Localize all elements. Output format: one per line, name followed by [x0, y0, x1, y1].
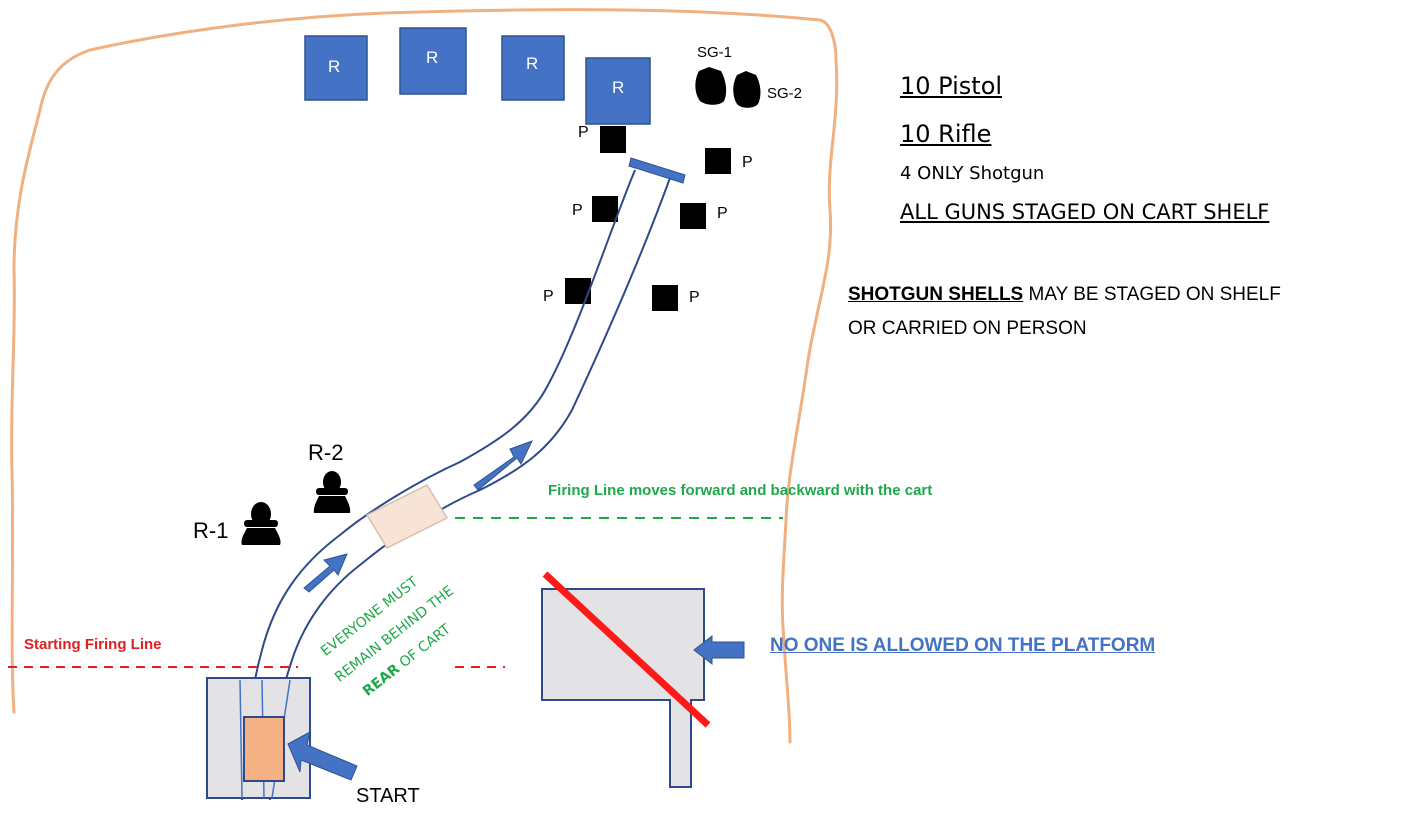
rifle-targets	[304, 27, 651, 125]
pistol-target-label: P	[572, 202, 583, 219]
pistol-target-4	[680, 203, 706, 229]
start-box-rail-1	[239, 679, 243, 799]
pistol-target-1	[600, 126, 626, 153]
pistol-target-label: P	[742, 154, 753, 171]
remain-behind-cart-note: EVERYONE MUST REMAIN BEHIND THE REAR OF …	[300, 555, 540, 705]
starting-firing-line-label: Starting Firing Line	[24, 636, 162, 653]
rifle-target-4	[585, 57, 651, 125]
pistol-target-3	[592, 196, 618, 222]
info-shells-line-1: SHOTGUN SHELLS MAY BE STAGED ON SHELF	[848, 284, 1281, 306]
start-arrow	[287, 731, 358, 781]
track-rail-left	[241, 169, 636, 801]
shotgun-target-2	[733, 71, 761, 108]
start-label: START	[356, 785, 420, 807]
rifle-target-3	[501, 35, 565, 101]
sg2-label: SG-2	[767, 85, 803, 102]
pistol-target-label: P	[717, 205, 728, 222]
r1-target-silhouette	[241, 502, 281, 545]
moving-cart	[365, 484, 449, 549]
info-shells-line-2: OR CARRIED ON PERSON	[848, 318, 1087, 339]
rifle-target-1	[304, 35, 368, 101]
info-pistol-count: 10 Pistol	[900, 72, 1003, 100]
rifle-target-2	[399, 27, 467, 95]
track-arrow-upper	[473, 440, 533, 491]
pistol-target-label: P	[689, 289, 700, 306]
platform-arrow	[693, 634, 745, 666]
track-arrow-lower	[303, 553, 348, 593]
info-guns-staged: ALL GUNS STAGED ON CART SHELF	[900, 200, 1270, 224]
pistol-target-5	[565, 278, 591, 304]
range-boundary	[10, 8, 839, 744]
sg1-label: SG-1	[697, 44, 733, 61]
rifle-target-label: R	[612, 78, 625, 97]
info-shells-rest: MAY BE STAGED ON SHELF	[1023, 284, 1281, 305]
platform-no-entry-slash	[542, 571, 711, 728]
pistol-target-label: P	[578, 124, 589, 141]
info-rifle-count: 10 Rifle	[900, 120, 992, 148]
platform	[541, 588, 705, 788]
r2-target-silhouette	[313, 471, 351, 513]
track-end-bar	[628, 157, 686, 184]
rifle-target-label: R	[526, 54, 539, 73]
start-cart	[243, 716, 285, 782]
info-shotgun-count: 4 ONLY Shotgun	[900, 163, 1045, 184]
firing-line-note: Firing Line moves forward and backward w…	[548, 482, 933, 499]
rifle-target-label: R	[426, 48, 439, 67]
track-rail-right	[269, 177, 671, 801]
shotgun-target-1	[695, 67, 727, 105]
pistol-target-label: P	[543, 288, 554, 305]
pistol-target-2	[705, 148, 731, 174]
platform-warning: NO ONE IS ALLOWED ON THE PLATFORM	[770, 635, 1156, 656]
pistol-target-6	[652, 285, 678, 311]
pistol-targets	[565, 126, 731, 311]
r2-label: R-2	[308, 440, 344, 465]
rifle-target-label: R	[328, 57, 341, 76]
behind-note-rear: REAR	[360, 661, 403, 700]
info-shells-bold: SHOTGUN SHELLS	[848, 284, 1024, 305]
r1-label: R-1	[193, 518, 229, 543]
